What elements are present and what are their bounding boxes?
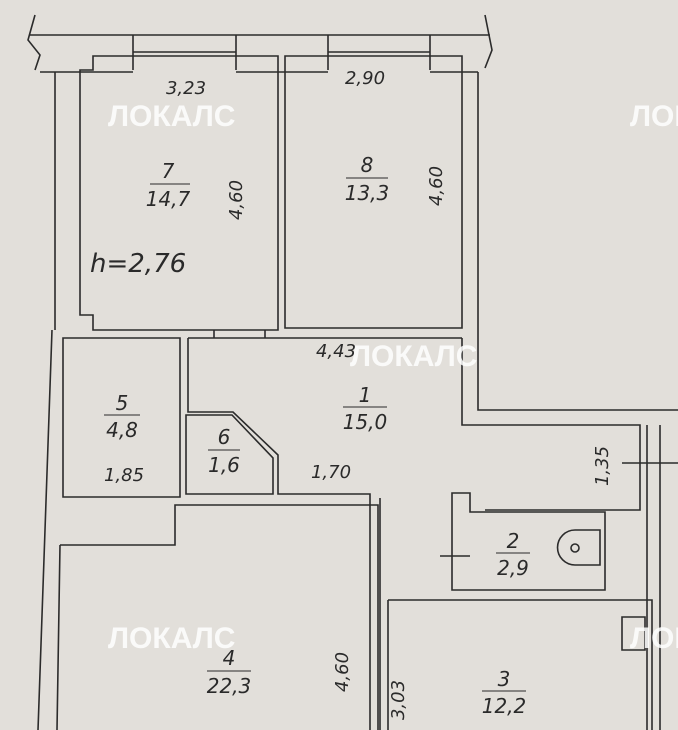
room-labels: 7 14,7 8 13,3 1 15,0 5 4,8 6 1,6 2 2,9 4… — [104, 153, 530, 718]
room-3-number: 3 — [498, 667, 511, 691]
room-1-number: 1 — [359, 383, 372, 407]
room-3-width: 3,03 — [388, 680, 409, 720]
corridor-end-width: 1,35 — [592, 446, 613, 486]
watermark: ЛОКАЛС — [630, 100, 678, 133]
room-5-area: 4,8 — [106, 418, 138, 442]
room-8-number: 8 — [361, 153, 374, 177]
toilet-icon — [556, 529, 601, 566]
room-2-area: 2,9 — [497, 556, 529, 580]
room-4-outline — [56, 504, 379, 730]
room-6-outline — [185, 414, 274, 495]
room-8-area: 13,3 — [345, 181, 390, 205]
watermarks: ЛОКАЛС ЛОКАЛС ЛОКАЛС ЛОКАЛС ЛОКАЛС — [108, 100, 678, 655]
room-3-area: 12,2 — [482, 694, 527, 718]
room-4-area: 22,3 — [207, 674, 252, 698]
room-7-width: 3,23 — [166, 78, 206, 99]
room-5-width: 1,85 — [104, 465, 144, 486]
room-7-outline — [79, 55, 279, 331]
window-room8 — [327, 35, 431, 70]
room-8-width: 2,90 — [345, 68, 385, 89]
room-4-number: 4 — [223, 646, 236, 670]
room-3-outline — [387, 599, 653, 730]
ceiling-height: h=2,76 — [90, 249, 186, 279]
corridor-passage: 1,70 — [311, 462, 351, 483]
dimension-labels: 3,23 4,60 2,90 4,60 h=2,76 4,43 1,85 1,7… — [90, 68, 613, 720]
room-6-number: 6 — [218, 425, 231, 449]
room-2-outline — [440, 492, 606, 591]
corridor-width: 4,43 — [316, 341, 356, 362]
room-1-outline — [187, 337, 462, 730]
room-4-length: 4,60 — [332, 652, 353, 692]
room-8-length: 4,60 — [426, 166, 447, 206]
room-5-outline — [62, 337, 181, 498]
window-room7 — [132, 35, 237, 70]
watermark: ЛОКАЛС — [108, 622, 235, 655]
watermark: ЛОКАЛС — [630, 622, 678, 655]
room-2-number: 2 — [507, 529, 520, 553]
room-1-area: 15,0 — [343, 410, 388, 434]
room-7-length: 4,60 — [226, 180, 247, 220]
watermark: ЛОКАЛС — [108, 100, 235, 133]
watermark: ЛОКАЛС — [350, 340, 477, 373]
room-7-number: 7 — [162, 159, 175, 183]
room-5-number: 5 — [116, 391, 129, 415]
walls — [27, 14, 678, 730]
room-7-area: 14,7 — [146, 187, 191, 211]
room-8-outline — [284, 55, 463, 329]
room-6-area: 1,6 — [208, 453, 240, 477]
